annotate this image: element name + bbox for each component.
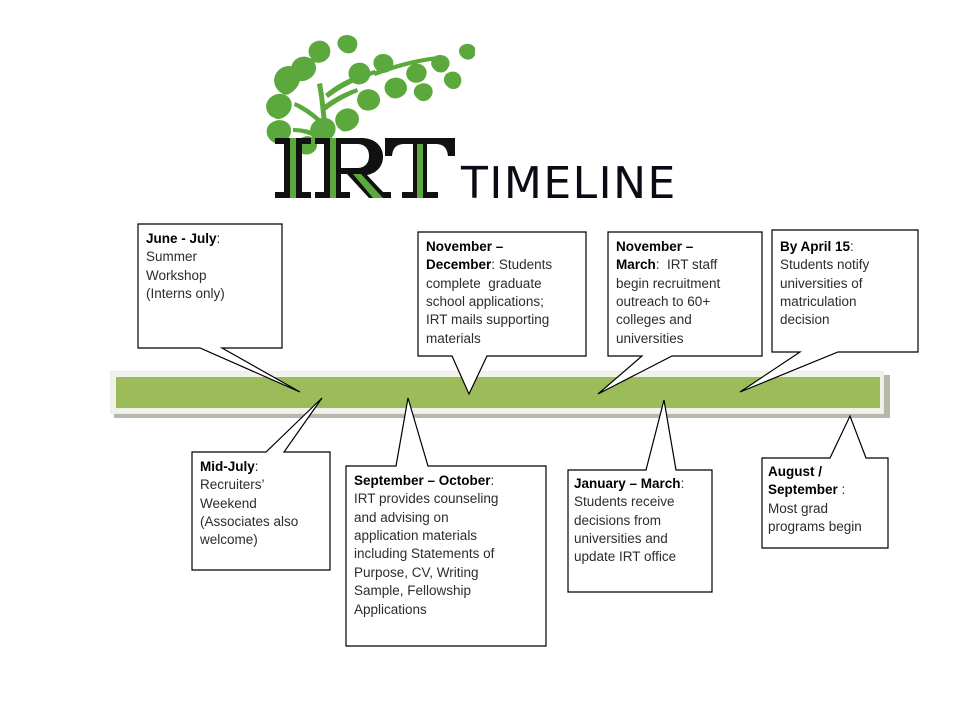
callout-mid-july-sep: : (254, 459, 259, 474)
callout-november-march-body: IRT staff begin recruitment outreach to … (616, 257, 721, 346)
callout-november-march: November – March: IRT staff begin recrui… (616, 238, 756, 348)
callout-november-december: November – December: Students complete g… (426, 238, 578, 348)
callout-january-march-body: Students receive decisions from universi… (574, 494, 677, 565)
callout-january-march-sep: : (680, 476, 685, 491)
callout-november-december-sep: : (491, 257, 496, 273)
callout-june-july: June - July: Summer Workshop (Interns on… (146, 230, 278, 303)
timeline-bar (110, 371, 890, 418)
timeline-bar-fill (116, 377, 880, 408)
page-title: TIMELINE (461, 158, 677, 209)
callout-by-april-15-sep: : (850, 239, 854, 254)
callout-june-july-body: Summer Workshop (Interns only) (146, 249, 225, 302)
timeline-bar-frame (110, 371, 884, 414)
callout-september-october-sep: : (490, 473, 495, 488)
callout-mid-july-lead: Mid-July (200, 459, 255, 474)
callout-november-december-lead: November – December (426, 239, 504, 273)
callout-august-september-sep: : (837, 482, 846, 498)
callout-by-april-15-lead: By April 15 (780, 239, 851, 254)
callout-august-september-lead: August / September (768, 464, 838, 498)
callout-november-march-sep: : (655, 257, 660, 273)
header: TIMELINE (265, 34, 695, 209)
callout-mid-july: Mid-July: Recruiters’ Weekend (Associate… (200, 458, 328, 550)
callout-november-december-body: Students complete graduate school applic… (426, 257, 553, 346)
callout-september-october-body: IRT provides counseling and advising on … (354, 491, 499, 617)
callout-june-july-sep: : (216, 231, 221, 246)
callout-august-september-body: Most grad programs begin (768, 500, 862, 535)
callout-september-october-lead: September – October (354, 473, 491, 488)
callout-november-march-lead: November – March (616, 239, 694, 273)
callout-august-september: August / September : Most grad programs … (768, 463, 886, 536)
callout-january-march: January – March: Students receive decisi… (574, 475, 708, 567)
callout-by-april-15-body: Students notify universities of matricul… (780, 257, 870, 328)
callout-september-october: September – October: IRT provides counse… (354, 472, 534, 619)
irt-logo-icon (266, 35, 475, 198)
callout-by-april-15: By April 15: Students notify universitie… (780, 238, 912, 330)
callout-mid-july-body: Recruiters’ Weekend (Associates also wel… (200, 477, 299, 548)
callout-june-july-lead: June - July (146, 231, 217, 246)
callout-january-march-lead: January – March (574, 476, 681, 491)
